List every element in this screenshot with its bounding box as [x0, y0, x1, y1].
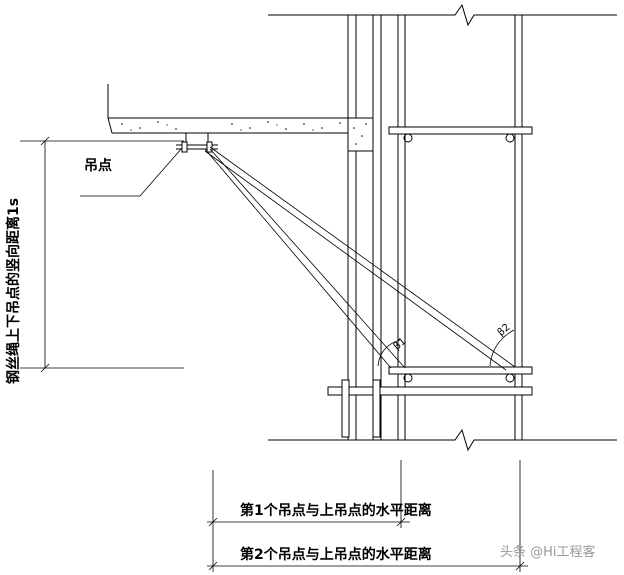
- top-break-line: [268, 3, 617, 27]
- scaffold-standards: [397, 15, 523, 440]
- angle-beta2-label: β2: [496, 322, 513, 339]
- hoist-point-label: 吊点: [84, 157, 112, 174]
- floor-slab: [107, 84, 374, 152]
- lower-bracket: [327, 379, 533, 438]
- vertical-dimension: [20, 136, 184, 373]
- watermark: 头条 @Hi工程客: [500, 544, 596, 560]
- upper-ledger: [388, 126, 533, 143]
- angle-beta1-label: β1: [392, 336, 409, 353]
- vertical-distance-label: 钢丝绳上下吊点的竖向距离1s: [5, 198, 22, 384]
- bottom-break-line: [268, 428, 617, 452]
- angle-arcs: [377, 329, 515, 367]
- lower-ledger: [388, 366, 533, 383]
- concrete-column: [347, 15, 382, 440]
- horizontal-distance-1-label: 第1个吊点与上吊点的水平距离: [240, 502, 432, 519]
- upper-hoist-anchor: [176, 132, 218, 153]
- hoist-point-leader: [80, 147, 183, 197]
- steel-wire-ropes: [204, 146, 516, 371]
- horizontal-dimensions: [207, 460, 528, 572]
- horizontal-distance-2-label: 第2个吊点与上吊点的水平距离: [240, 546, 432, 563]
